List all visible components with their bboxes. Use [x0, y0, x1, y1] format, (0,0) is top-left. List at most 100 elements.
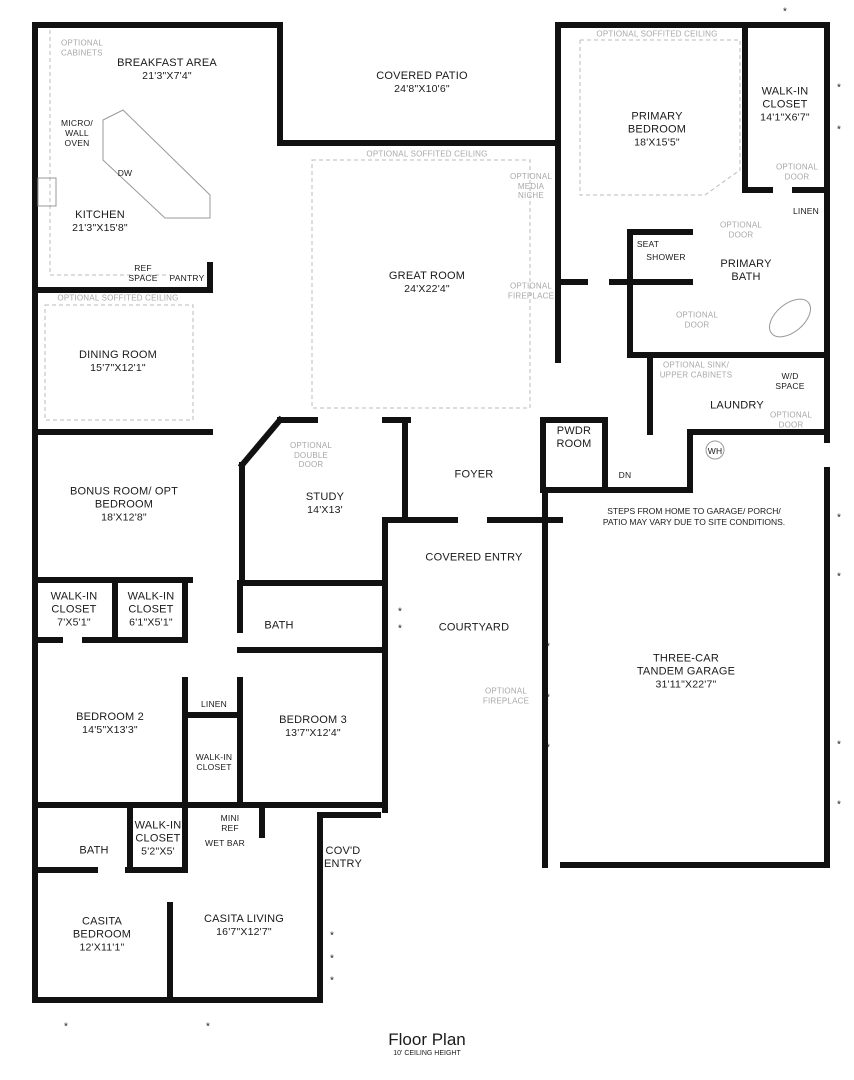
- room-courtyard: COURTYARD: [439, 622, 509, 635]
- room-dims: 24'X22'4": [404, 283, 450, 295]
- soffit-outline: [44, 304, 194, 421]
- room-name: BONUS ROOM/ OPT BEDROOM: [69, 485, 179, 511]
- stairs-down-label: DN: [618, 470, 632, 480]
- water-heater: [705, 440, 725, 460]
- fixture-shower: SHOWER: [646, 252, 686, 262]
- soffit-outline: [579, 39, 741, 196]
- room-wic-3: WALK-IN CLOSET: [192, 752, 236, 772]
- room-casita-bath: BATH: [79, 845, 108, 858]
- room-name: BEDROOM 2: [76, 711, 144, 723]
- room-name: BEDROOM 3: [279, 714, 347, 726]
- window-asterisk: *: [783, 6, 787, 18]
- cooktop: [37, 177, 57, 207]
- room-name: WALK-IN CLOSET: [127, 590, 175, 616]
- optional-soffit-primary: OPTIONAL SOFFITED CEILING: [596, 29, 718, 39]
- optional-media-niche: OPTIONAL MEDIA NICHE: [509, 171, 553, 200]
- room-name: STUDY: [305, 491, 345, 503]
- room-name: THREE-CAR TANDEM GARAGE: [636, 652, 736, 678]
- optional-fireplace: OPTIONAL FIREPLACE: [507, 281, 555, 301]
- window-asterisk: *: [546, 692, 550, 704]
- room-dims: 6'1"X5'1": [129, 616, 173, 629]
- room-name: WALK-IN CLOSET: [761, 85, 809, 111]
- room-name: COURTYARD: [438, 621, 510, 634]
- optional-courtyard-fireplace: OPTIONAL FIREPLACE: [482, 686, 530, 706]
- room-dims: 7'X5'1": [57, 616, 91, 629]
- room-dims: 24'8"X10'6": [394, 83, 450, 95]
- cabinet-outline: [49, 30, 170, 276]
- window-asterisk: *: [837, 512, 841, 524]
- room-dims: 12'X11'1": [79, 941, 125, 954]
- window-asterisk: *: [398, 606, 402, 618]
- room-dims: 16'7"X12'7": [216, 926, 272, 938]
- plan-title: Floor Plan: [388, 1030, 466, 1049]
- ceiling-height: 10' CEILING HEIGHT: [393, 1050, 461, 1057]
- room-name: WALK-IN CLOSET: [50, 590, 98, 616]
- window-asterisk: *: [837, 124, 841, 136]
- window-asterisk: *: [64, 1021, 68, 1033]
- wall: [237, 415, 285, 470]
- room-name: PRIMARY BEDROOM: [627, 110, 687, 136]
- window-asterisk: *: [837, 799, 841, 811]
- room-name: COVERED PATIO: [376, 70, 468, 82]
- kitchen-island: [102, 109, 211, 219]
- room-name: LAUNDRY: [710, 399, 764, 412]
- window-asterisk: *: [330, 975, 334, 987]
- pantry-label: PANTRY: [169, 273, 205, 283]
- room-name: BATH: [264, 619, 294, 632]
- room-name: PWDR ROOM: [556, 425, 592, 450]
- room-dims: 14'X13': [307, 504, 343, 516]
- room-dims: 13'7"X12'4": [285, 727, 341, 739]
- room-covered-entry: COVERED ENTRY: [425, 552, 522, 565]
- window-asterisk: *: [398, 623, 402, 635]
- optional-sink-cabinets: OPTIONAL SINK/ UPPER CABINETS: [659, 360, 733, 380]
- optional-cabinets: OPTIONAL CABINETS: [61, 38, 103, 58]
- room-name: BATH: [79, 844, 109, 857]
- room-dims: 14'5"X13'3": [82, 724, 138, 736]
- soffit-outline: [311, 159, 531, 409]
- window-asterisk: *: [837, 739, 841, 751]
- optional-double-door: OPTIONAL DOUBLE DOOR: [289, 440, 333, 469]
- bathtub: [769, 298, 811, 338]
- fixture-mini-ref: MINI REF: [220, 813, 240, 833]
- room-dims: 18'X15'5": [634, 136, 680, 149]
- room-name: BREAKFAST AREA: [117, 57, 217, 69]
- optional-door-toilet: OPTIONAL DOOR: [675, 310, 719, 330]
- fixture-wet-bar: WET BAR: [205, 838, 245, 848]
- room-name: WALK-IN CLOSET: [195, 752, 233, 772]
- room-name: KITCHEN: [75, 209, 125, 221]
- window-asterisk: *: [546, 742, 550, 754]
- optional-soffit-dining: OPTIONAL SOFFITED CEILING: [57, 293, 179, 303]
- room-laundry: LAUNDRY: [710, 400, 764, 413]
- optional-door-bath: OPTIONAL DOOR: [719, 220, 763, 240]
- optional-soffit-great: OPTIONAL SOFFITED CEILING: [366, 149, 488, 159]
- room-name: COV'D ENTRY: [323, 845, 363, 870]
- room-dims: 14'1"X6'7": [760, 111, 810, 124]
- fixture-ref-space: REF SPACE: [128, 263, 158, 283]
- room-name: DINING ROOM: [79, 349, 157, 361]
- window-asterisk: *: [837, 82, 841, 94]
- room-dims: 21'3"X15'8": [72, 222, 128, 234]
- room-name: CASITA LIVING: [203, 913, 285, 925]
- window-asterisk: *: [330, 953, 334, 965]
- optional-door-laundry: OPTIONAL DOOR: [769, 410, 813, 430]
- window-asterisk: *: [330, 930, 334, 942]
- room-name: COVERED ENTRY: [425, 551, 523, 564]
- room-pwdr: PWDR ROOM: [549, 425, 599, 451]
- room-name: CASITA BEDROOM: [72, 915, 132, 941]
- window-asterisk: *: [837, 571, 841, 583]
